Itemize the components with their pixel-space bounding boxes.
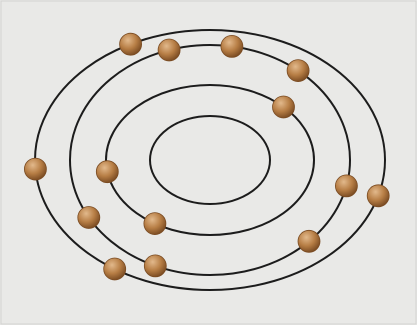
electron-shell-3 bbox=[144, 255, 166, 277]
electron-shell-2 bbox=[273, 96, 295, 118]
electron-shell-3 bbox=[158, 39, 180, 61]
electron-shell-3 bbox=[298, 230, 320, 252]
electron-shell-4 bbox=[367, 185, 389, 207]
electron-shell-4 bbox=[120, 33, 142, 55]
electron-shell-3 bbox=[78, 207, 100, 229]
electron-shell-3 bbox=[287, 60, 309, 82]
electron-shell-2 bbox=[96, 161, 118, 183]
electron-shell-3 bbox=[221, 35, 243, 57]
electron-shell-4 bbox=[24, 158, 46, 180]
electron-shell-2 bbox=[144, 213, 166, 235]
electron-shell-3 bbox=[335, 175, 357, 197]
electron-shell-4 bbox=[104, 258, 126, 280]
